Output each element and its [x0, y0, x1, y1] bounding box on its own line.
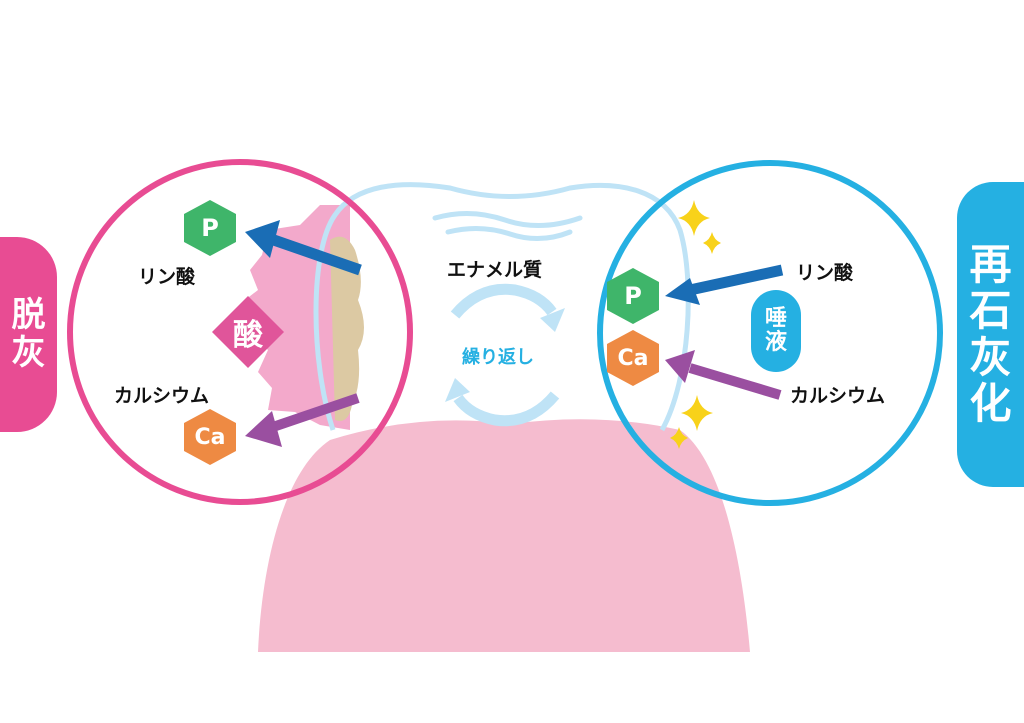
phosphate-arrow-right	[688, 264, 784, 296]
sparkle-icon	[678, 200, 710, 236]
sparkle-icon	[681, 395, 713, 431]
calcium-arrowhead-left	[245, 411, 282, 447]
saliva-char: 唾	[764, 305, 787, 331]
decayed-dentin	[330, 236, 364, 421]
cycle-arrow-top	[450, 283, 557, 319]
saliva-badge: 唾 液	[751, 290, 801, 372]
badge-char: 石	[969, 286, 1012, 336]
calcium-label-right: カルシウム	[790, 385, 886, 407]
calcium-hexagon-right: Ca	[607, 330, 659, 386]
demineralization-badge: 脱 灰	[0, 237, 57, 432]
calcium-arrowhead-right	[665, 350, 695, 383]
gum	[258, 419, 750, 652]
phosphate-hexagon-right: P	[607, 268, 659, 324]
enamel-label: エナメル質	[447, 259, 543, 281]
sparkle-icons	[670, 200, 721, 449]
badge-char: 灰	[11, 332, 46, 373]
saliva-char: 液	[764, 330, 787, 355]
cycle-arrow-bottom	[453, 391, 560, 427]
cycle-arrowhead-top	[540, 308, 565, 332]
phosphate-arrowhead-left	[245, 220, 280, 258]
sparkle-icon	[670, 427, 688, 449]
calcium-label-left: カルシウム	[114, 385, 210, 407]
remineralization-circle	[597, 160, 943, 506]
cycle-label: 繰り返し	[462, 347, 534, 368]
sparkle-icon	[703, 232, 721, 254]
phosphate-label-right: リン酸	[796, 262, 854, 284]
badge-char: 灰	[969, 332, 1012, 382]
enamel-lines	[432, 210, 583, 241]
badge-char: 脱	[11, 295, 46, 336]
remineralization-badge: 再 石 灰 化	[957, 182, 1024, 487]
demineralization-circle	[67, 159, 413, 505]
cycle-arrowhead-bottom	[445, 378, 470, 402]
calcium-arrow-left	[268, 393, 360, 433]
phosphate-arrow-left	[266, 232, 362, 276]
phosphate-arrowhead-right	[665, 278, 700, 305]
badge-char: 化	[969, 378, 1012, 428]
phosphate-label-left: リン酸	[138, 266, 196, 288]
badge-char: 再	[969, 240, 1012, 290]
calcium-arrow-right	[688, 363, 782, 400]
calcium-hexagon-left: Ca	[184, 409, 236, 465]
